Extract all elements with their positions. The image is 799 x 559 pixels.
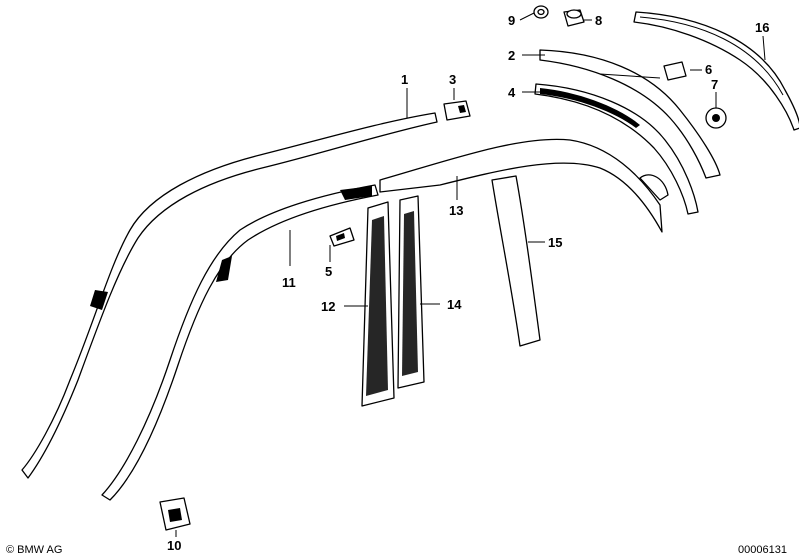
callout-6: 6 bbox=[705, 62, 712, 77]
leader-lines bbox=[175, 12, 766, 537]
callout-15: 15 bbox=[548, 235, 562, 250]
part-9-washer[interactable] bbox=[533, 5, 549, 19]
part-4-trim[interactable] bbox=[534, 83, 699, 215]
part-5-clip[interactable] bbox=[329, 227, 355, 247]
callout-3: 3 bbox=[449, 72, 456, 87]
callout-4: 4 bbox=[508, 85, 516, 100]
part-3-cap[interactable] bbox=[443, 100, 471, 121]
part-6-clip[interactable] bbox=[663, 61, 687, 81]
callout-1: 1 bbox=[401, 72, 408, 87]
callout-5: 5 bbox=[325, 264, 332, 279]
callout-16: 16 bbox=[755, 20, 769, 35]
copyright-text: © BMW AG bbox=[6, 544, 62, 556]
part-13-frame[interactable] bbox=[379, 138, 669, 233]
part-10-clip[interactable] bbox=[159, 497, 191, 531]
callout-2: 2 bbox=[508, 48, 515, 63]
callout-13: 13 bbox=[449, 203, 463, 218]
callout-labels: 1 2 3 4 5 6 7 8 9 10 11 12 13 14 15 16 bbox=[167, 13, 769, 553]
part-2-trim[interactable] bbox=[539, 49, 721, 179]
callout-7: 7 bbox=[711, 77, 718, 92]
part-7-clip[interactable] bbox=[705, 107, 727, 129]
part-8-nut[interactable] bbox=[563, 9, 585, 27]
callout-14: 14 bbox=[447, 297, 462, 312]
diagram-number: 00006131 bbox=[738, 544, 787, 556]
callout-10: 10 bbox=[167, 538, 181, 553]
part-11-moulding[interactable] bbox=[101, 184, 379, 501]
callout-11: 11 bbox=[282, 275, 296, 290]
callout-8: 8 bbox=[595, 13, 602, 28]
part-14-panel[interactable] bbox=[397, 195, 425, 389]
part-1-moulding[interactable] bbox=[21, 112, 438, 479]
part-15-strip[interactable] bbox=[491, 175, 541, 347]
callout-9: 9 bbox=[508, 13, 515, 28]
callout-12: 12 bbox=[321, 299, 335, 314]
part-16-moulding[interactable] bbox=[633, 11, 799, 131]
part-12-panel[interactable] bbox=[361, 201, 395, 407]
